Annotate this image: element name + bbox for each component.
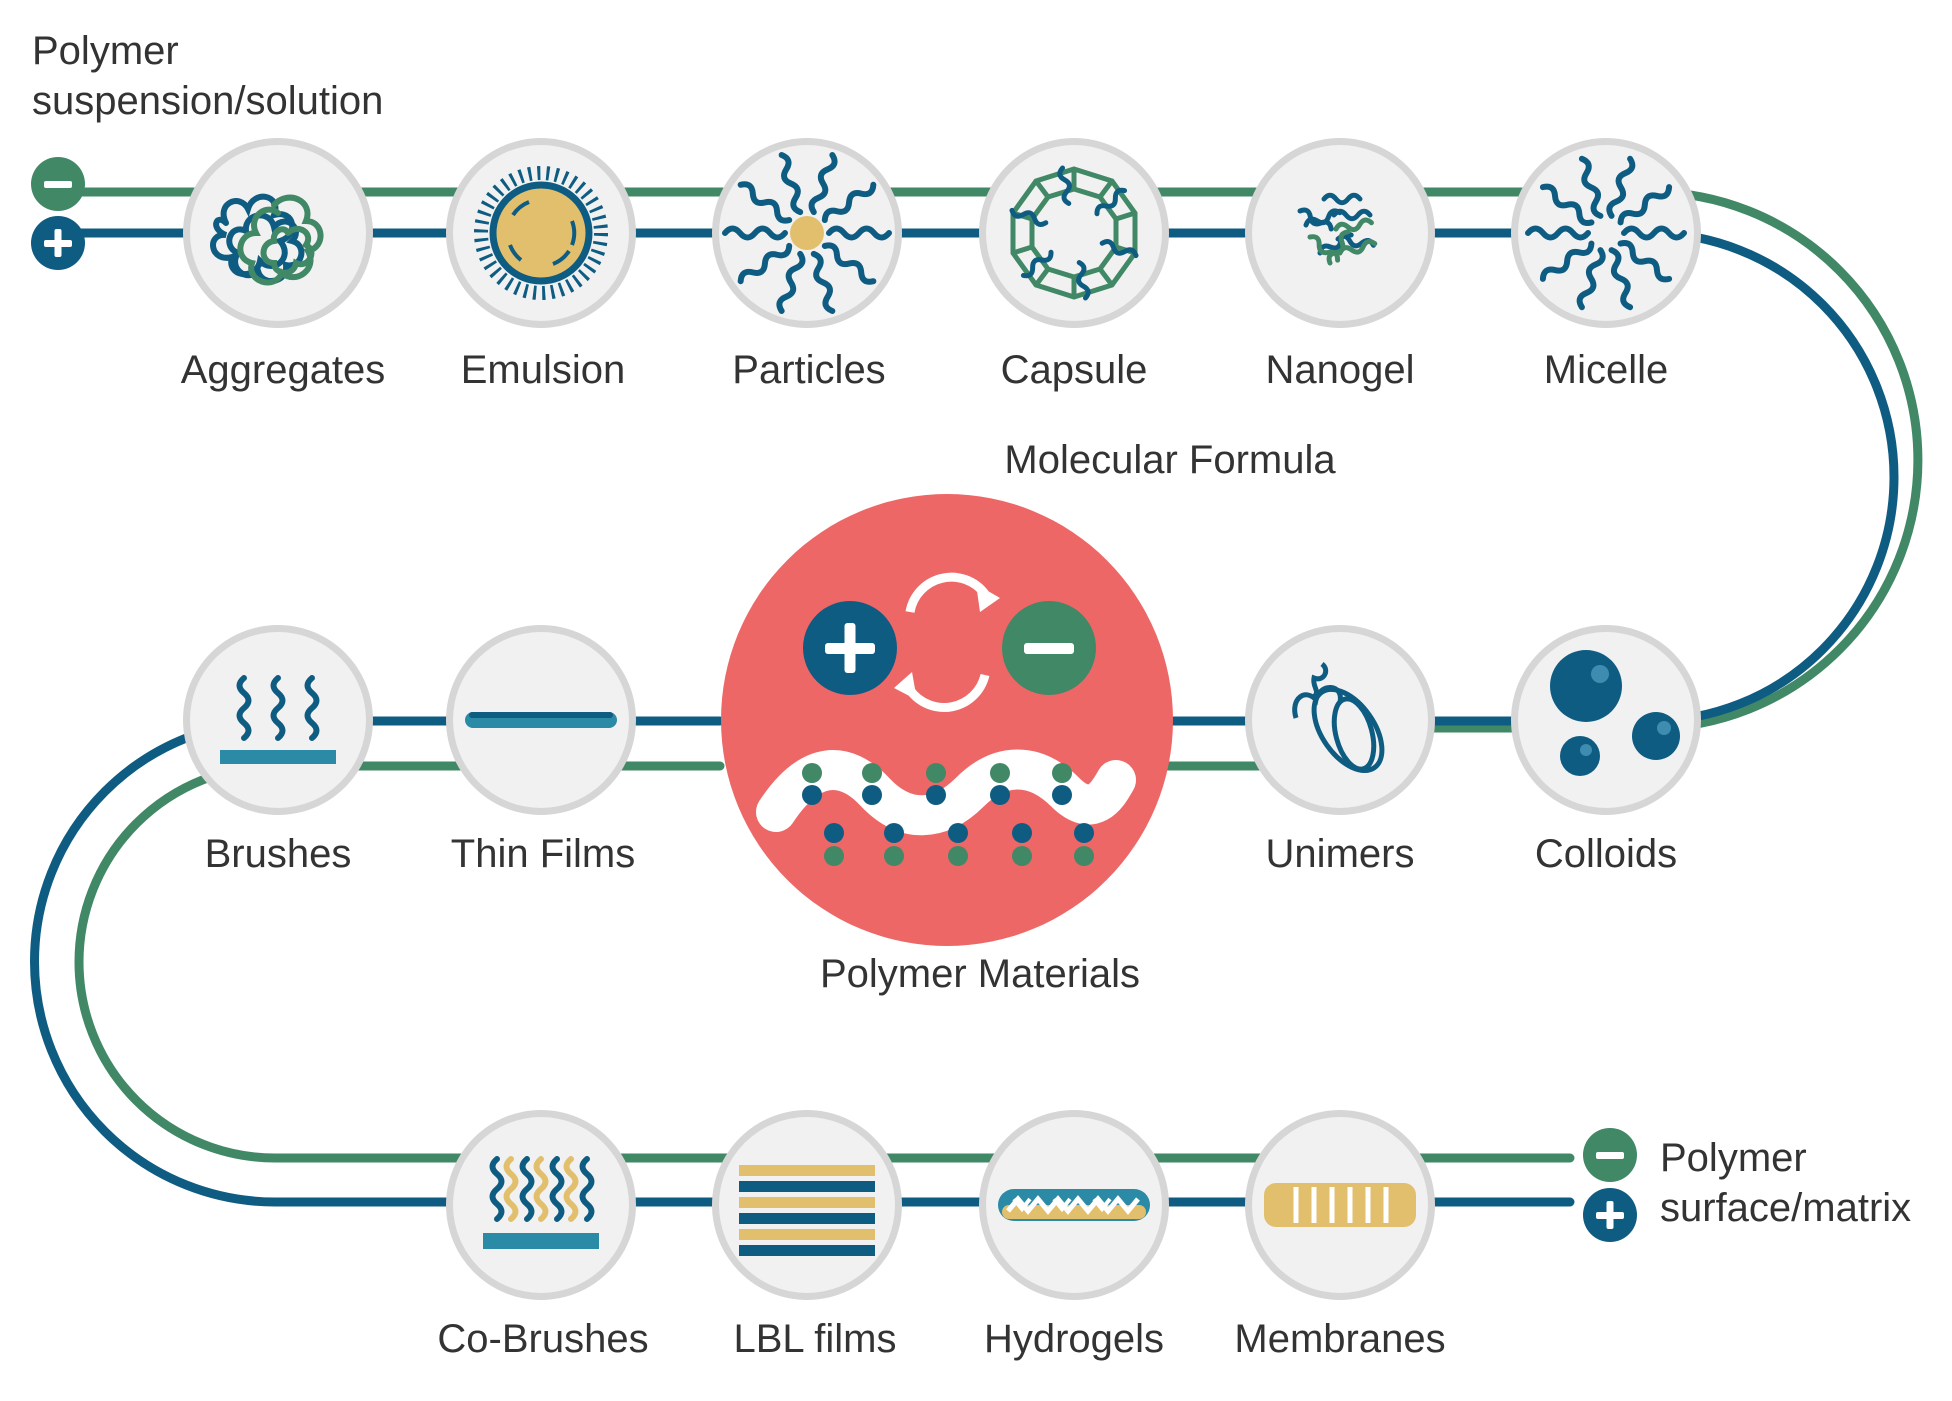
mid-blue-line-left — [30, 716, 1575, 1207]
minus-sign-icon — [1002, 601, 1096, 695]
top-green-line — [57, 187, 1923, 733]
mid-green-line-left — [74, 761, 1575, 1163]
capsule-label: Capsule — [1000, 348, 1148, 392]
surface-title-line1: Polymer — [1660, 1136, 1807, 1180]
lbl-films-icon — [739, 1165, 875, 1256]
membranes-icon — [1264, 1183, 1416, 1227]
suspension-title-line2: suspension/solution — [32, 79, 384, 123]
start-plus-marker — [31, 216, 85, 270]
suspension-title-line1: Polymer — [32, 29, 179, 73]
colloids-label: Colloids — [1534, 832, 1678, 876]
emulsion-label: Emulsion — [460, 348, 626, 392]
polymer-materials-label: Polymer Materials — [819, 952, 1141, 996]
start-minus-marker — [31, 157, 85, 211]
cycle-arrows-icon — [905, 572, 990, 712]
co-brushes-label: Co-Brushes — [437, 1317, 649, 1361]
capsule-icon — [1011, 167, 1138, 298]
emulsion-icon — [474, 166, 608, 300]
polymer-materials-circle — [721, 494, 1173, 946]
particles-label: Particles — [732, 348, 886, 392]
thin-films-icon — [465, 712, 617, 728]
arrow-head-bottom — [894, 672, 917, 700]
plus-sign-icon — [803, 601, 897, 695]
chain-beads — [802, 763, 1094, 866]
aggregates-icon — [210, 193, 324, 286]
micelle-label: Micelle — [1543, 348, 1669, 392]
top-blue-line — [57, 228, 1899, 726]
membranes-label: Membranes — [1234, 1317, 1446, 1361]
co-brushes-icon — [483, 1159, 599, 1249]
connector-lines — [30, 187, 1923, 1207]
hydrogels-icon — [998, 1189, 1150, 1221]
end-plus-marker — [1583, 1188, 1637, 1242]
thin-films-label: Thin Films — [450, 832, 636, 876]
molecular-formula-label: Molecular Formula — [1004, 438, 1336, 482]
nanogel-label: Nanogel — [1265, 348, 1415, 392]
brushes-icon — [220, 678, 336, 764]
surface-title-line2: surface/matrix — [1660, 1186, 1912, 1230]
polymer-chain — [756, 749, 1136, 836]
colloids-icon — [1550, 650, 1680, 776]
arrow-head-top — [976, 584, 1000, 612]
unimers-label: Unimers — [1265, 832, 1415, 876]
hydrogels-label: Hydrogels — [983, 1317, 1165, 1361]
unimers-icon — [1292, 662, 1385, 774]
brushes-label: Brushes — [204, 832, 352, 876]
lbl-films-label: LBL films — [733, 1317, 897, 1361]
aggregates-label: Aggregates — [180, 348, 386, 392]
particles-icon — [725, 154, 889, 313]
end-minus-marker — [1583, 1128, 1637, 1182]
